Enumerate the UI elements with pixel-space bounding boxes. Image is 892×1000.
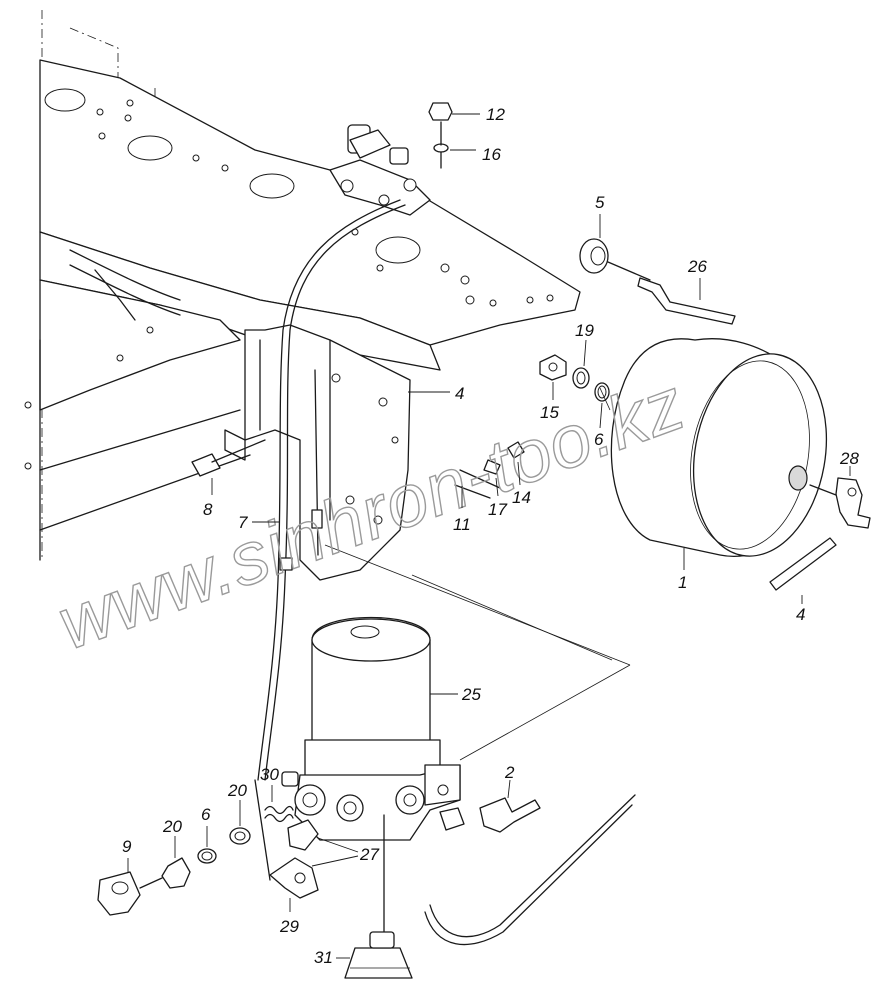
callout-26: 26 xyxy=(687,257,707,276)
callout-2: 2 xyxy=(504,763,515,782)
callout-1: 1 xyxy=(678,573,687,592)
callout-27: 27 xyxy=(359,845,379,864)
callout-16: 16 xyxy=(482,145,501,164)
callout-5: 5 xyxy=(595,193,605,212)
callout-4: 4 xyxy=(455,384,464,403)
mounting-bracket xyxy=(224,324,411,581)
small-parts xyxy=(191,102,871,591)
air-receiver-tank xyxy=(610,338,828,557)
callout-6-top: 6 xyxy=(594,430,604,449)
callout-6-bottom: 6 xyxy=(201,805,211,824)
callout-11: 8 xyxy=(203,500,213,519)
callout-17: 17 xyxy=(488,500,507,519)
callout-19: 11 xyxy=(453,515,471,534)
callout-29: 29 xyxy=(279,917,299,936)
frame-rail xyxy=(24,10,581,561)
callout-15: 15 xyxy=(540,403,559,422)
callout-8: 9 xyxy=(122,837,132,856)
callout-25: 25 xyxy=(461,685,481,704)
callout-20-bottom: 20 xyxy=(227,781,247,800)
callout-9: 7 xyxy=(238,513,248,532)
callout-7: 4 xyxy=(796,605,805,624)
callout-21: 20 xyxy=(162,817,182,836)
callout-30: 30 xyxy=(260,765,279,784)
assembly-lines xyxy=(324,387,631,761)
callout-12: 12 xyxy=(486,105,505,124)
callout-14: 14 xyxy=(512,488,531,507)
upper-valve-fitting xyxy=(329,124,431,216)
air-dryer xyxy=(97,616,636,979)
callout-20-top: 19 xyxy=(575,321,594,340)
hose-line xyxy=(254,199,406,881)
callout-28: 28 xyxy=(839,449,859,468)
callout-31: 31 xyxy=(314,948,333,967)
callout-labels: 12 16 5 26 19 4 15 6 28 14 17 11 xyxy=(122,105,859,967)
